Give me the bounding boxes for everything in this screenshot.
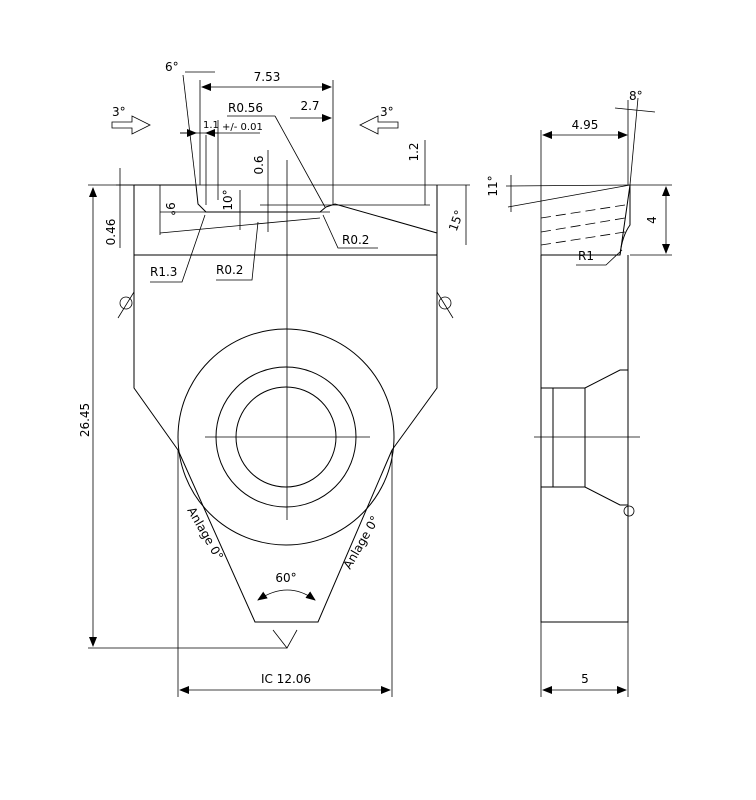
dim-4: 4 xyxy=(645,216,659,224)
dim-r1: R1 xyxy=(578,249,594,263)
dim-ic-12-06: IC 12.06 xyxy=(261,672,311,686)
dim-r0-2-right: R0.2 xyxy=(342,233,369,247)
insert-outline xyxy=(133,254,438,623)
dim-15-deg: 15° xyxy=(446,208,466,233)
dim-6-deg: 6° xyxy=(165,60,179,74)
side-hole-section xyxy=(541,369,628,506)
dim-60-deg: 60° xyxy=(275,571,296,585)
front-view: 26.45 IC 12.06 60° Anlage 0° Anlage 0° 7… xyxy=(78,60,470,697)
dim-8-deg: 8° xyxy=(629,89,643,103)
cutting-edge-profile xyxy=(133,184,438,255)
dim-1-2: 1.2 xyxy=(407,142,421,161)
dim-11-deg: 11° xyxy=(486,175,500,196)
side-view: 11° 4.95 8° 4 R1 5 xyxy=(486,89,672,697)
dim-0-6: 0.6 xyxy=(252,155,266,174)
dim-26-45: 26.45 xyxy=(78,403,92,437)
dim-4-95: 4.95 xyxy=(572,118,599,132)
dim-0-46: 0.46 xyxy=(104,219,118,246)
dim-tolerance: +/- 0.01 xyxy=(222,122,263,133)
dim-7-53: 7.53 xyxy=(254,70,281,84)
dim-5: 5 xyxy=(581,672,589,686)
dim-r1-3: R1.3 xyxy=(150,265,177,279)
arrow-3deg-right-label: 3° xyxy=(380,105,394,119)
dim-10-deg: 10° xyxy=(221,189,235,210)
anlage-left-label: Anlage 0° xyxy=(184,505,226,563)
arrow-right-icon xyxy=(359,115,399,135)
dim-9-deg: 9° xyxy=(163,202,177,216)
middle-circle xyxy=(215,366,357,508)
right-contact-mark xyxy=(438,296,452,310)
dim-1-1: 1.1 xyxy=(203,120,219,131)
dim-r0-2-left: R0.2 xyxy=(216,263,243,277)
arrow-left-icon xyxy=(111,115,151,135)
dim-r0-56: R0.56 xyxy=(228,101,263,115)
side-mark-circle xyxy=(623,505,635,517)
dim-2-7: 2.7 xyxy=(300,99,319,113)
outer-circle xyxy=(177,328,395,546)
arrow-3deg-left-label: 3° xyxy=(112,105,126,119)
left-contact-mark xyxy=(119,296,133,310)
inner-circle xyxy=(235,386,337,488)
